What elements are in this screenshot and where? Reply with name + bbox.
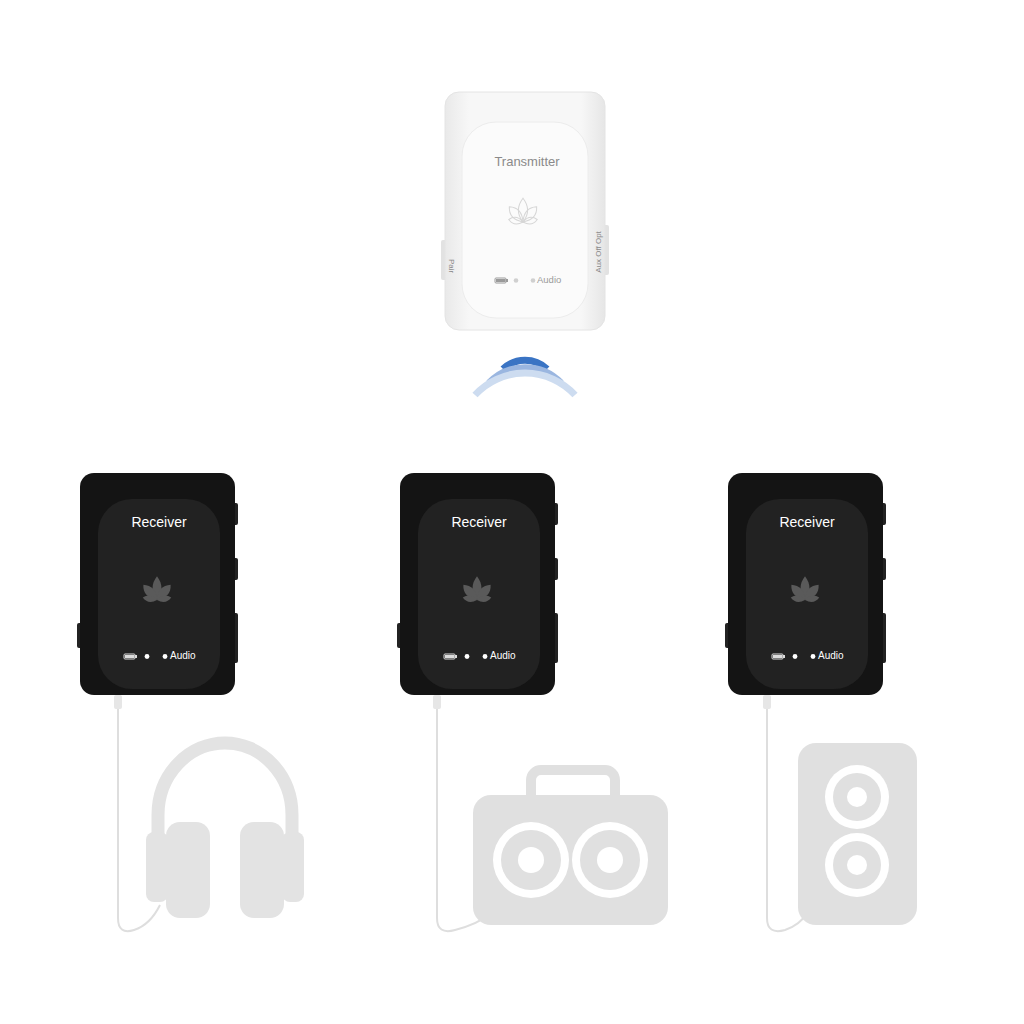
boombox-icon [473, 770, 668, 925]
device-title: Receiver [85, 514, 233, 531]
port-label: Aux Off Opt [595, 231, 603, 273]
audio-cables [114, 695, 808, 931]
headphones-icon [146, 743, 304, 918]
device-title: Receiver [405, 514, 553, 531]
device-title: Transmitter [447, 154, 607, 170]
audio-indicator: Audio [170, 650, 196, 662]
wireless-waves [475, 360, 575, 395]
receiver-device [725, 473, 886, 695]
audio-indicator: Audio [537, 274, 561, 285]
receiver-box: ReceiverAudio [728, 473, 883, 695]
audio-indicator: Audio [818, 650, 844, 662]
transmitter-device [441, 92, 609, 330]
receiver-box: ReceiverAudio [80, 473, 235, 695]
port-label: Pair [447, 259, 455, 273]
audio-indicator: Audio [490, 650, 516, 662]
receiver-box: ReceiverAudio [400, 473, 555, 695]
device-title: Receiver [733, 514, 881, 531]
receiver-device [397, 473, 558, 695]
receiver-device [77, 473, 238, 695]
speaker-icon [798, 743, 917, 925]
transmitter-box: TransmitterAudio [445, 92, 605, 330]
